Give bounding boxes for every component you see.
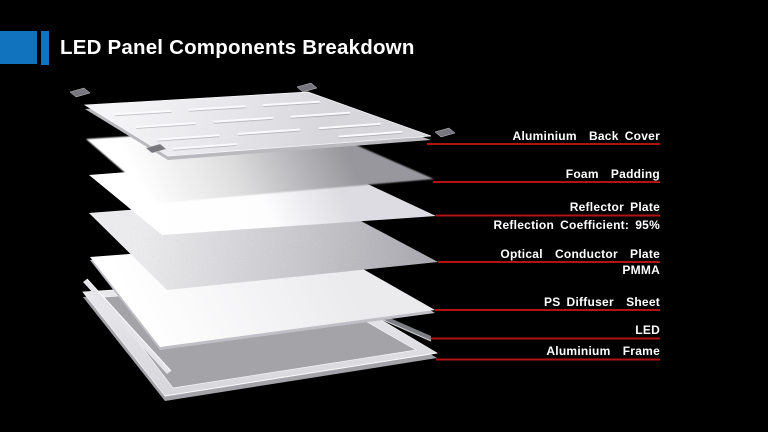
callout-optical-conductor-plate: Optical Conductor Plate xyxy=(500,247,660,261)
callout-foam-padding: Foam Padding xyxy=(565,167,660,181)
callout-led: LED xyxy=(635,323,660,337)
callout-reflector-plate: Reflector Plate xyxy=(569,200,660,214)
page-title: LED Panel Components Breakdown xyxy=(60,36,415,59)
callout-optical-conductor-plate-sub: PMMA xyxy=(622,263,660,277)
callout-aluminium-frame: Aluminium Frame xyxy=(546,344,660,358)
corner-mount-tabs xyxy=(69,82,456,154)
callout-ps-diffuser-sheet: PS Diffuser Sheet xyxy=(543,295,660,309)
title-accent-block xyxy=(0,31,37,64)
title-accent-bar xyxy=(41,31,49,65)
callout-aluminium-back-cover: Aluminium Back Cover xyxy=(512,129,660,143)
callout-reflector-plate-sub: Reflection Coefficient: 95% xyxy=(493,218,660,232)
layer-aluminium-back-cover xyxy=(69,82,456,160)
led-strip-left xyxy=(83,278,172,374)
